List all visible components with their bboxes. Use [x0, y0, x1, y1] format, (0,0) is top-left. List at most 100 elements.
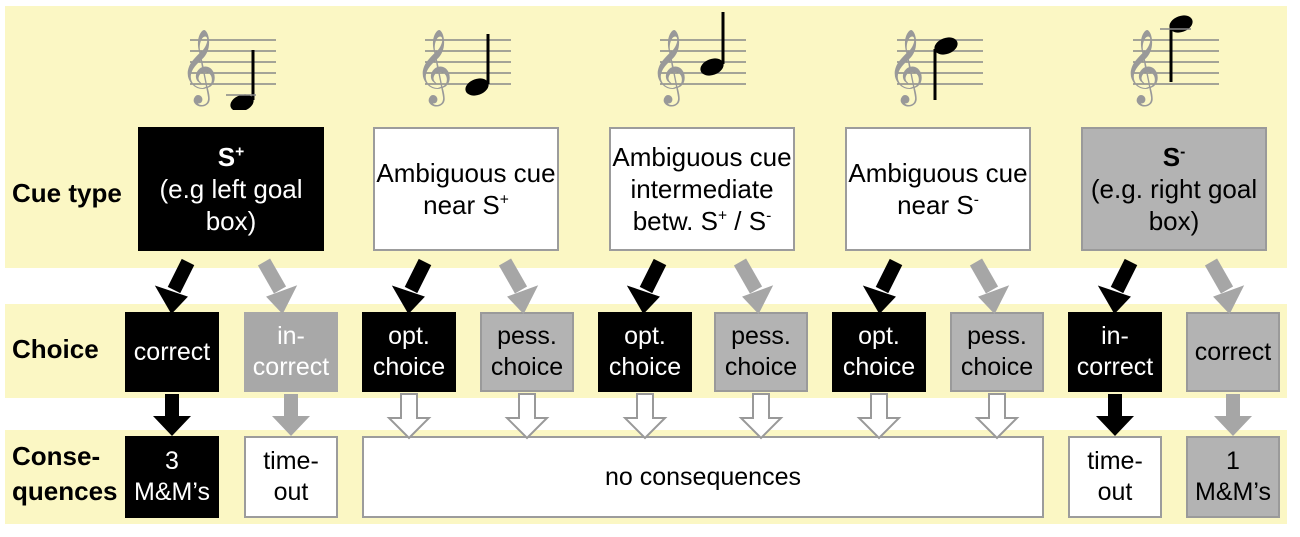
arrow-pess3-hollow [974, 393, 1020, 440]
consequence-1-mm-box: 1 M&M’s [1186, 436, 1280, 518]
row-label-choice: Choice [12, 334, 99, 364]
choice-5-line2: choice [608, 353, 682, 381]
consequence-5-line1: 1 [1226, 447, 1240, 475]
choice-correct-box-1: correct [125, 312, 219, 392]
arrow-amb-mid-to-opt [626, 258, 667, 315]
row-label-consequences-1: Conse- [12, 441, 101, 471]
cue-s-minus-box: S- (e.g. right goal box) [1081, 127, 1267, 251]
cue-s-plus-title: S+ [217, 142, 245, 172]
quarter-note-icon [700, 58, 724, 76]
cue-s-minus-line1: (e.g. right goal [1090, 174, 1258, 204]
arrow-opt3-hollow [856, 393, 902, 440]
choice-pess-box-3: pess. choice [950, 312, 1044, 392]
consequence-5-line2: M&M’s [1195, 478, 1271, 506]
arrow-amb-plus-to-opt [391, 258, 432, 315]
choice-pess-box-2: pess. choice [714, 312, 808, 392]
choice-1-line1: correct [133, 337, 211, 366]
consequence-3-mms-box: 3 M&M’s [125, 436, 219, 518]
choice-2-line2: correct [252, 353, 330, 381]
consequence-1-line1: 3 [165, 447, 179, 475]
cue-ambiguous-near-s-plus-box: Ambiguous cue near S+ [373, 127, 559, 251]
cue-amb-plus-line2: near S+ [423, 190, 509, 220]
cue-ambiguous-intermediate-box: Ambiguous cue intermediate betw. S+ / S- [609, 127, 795, 251]
choice-2-line1: in- [277, 322, 305, 350]
choice-opt-box-1: opt. choice [362, 312, 456, 392]
choice-8-line2: choice [960, 353, 1034, 381]
cue-s-plus-line2: box) [205, 206, 257, 236]
choice-8-line1: pess. [967, 322, 1027, 350]
quarter-note-icon [465, 78, 489, 96]
arrow-amb-minus-to-opt [862, 258, 903, 315]
choice-opt-box-2: opt. choice [598, 312, 692, 392]
row-label-cue-type: Cue type [12, 178, 122, 208]
arrow-amb-plus-to-pess [498, 258, 539, 315]
consequence-none-box: no consequences [362, 436, 1044, 518]
choice-3-line2: choice [372, 353, 446, 381]
consequence-1-line2: M&M’s [134, 478, 210, 506]
choice-7-line2: choice [842, 353, 916, 381]
arrow-correct-to-3mms [153, 394, 191, 436]
arrow-amb-mid-to-pess [733, 258, 774, 315]
choice-4-line2: choice [490, 353, 564, 381]
staff-2: 𝄞 [415, 30, 512, 107]
choice-6-line1: pess. [731, 322, 791, 350]
choice-3-line1: opt. [388, 322, 430, 350]
arrow-s-plus-to-incorrect [257, 258, 298, 315]
consequence-4-line1: time- [1087, 447, 1143, 475]
arrow-s-plus-to-correct [154, 258, 195, 315]
arrow-opt2-hollow [622, 393, 668, 440]
cue-s-plus-line1: (e.g left goal [159, 174, 303, 204]
cue-amb-mid-line2: intermediate [630, 174, 774, 204]
choice-4-line1: pess. [497, 322, 557, 350]
music-staff-group: 𝄞 𝄞 𝄞 𝄞 𝄞 [180, 12, 1220, 110]
row-label-consequences-2: quences [12, 476, 118, 506]
arrow-opt1-hollow [386, 393, 432, 440]
choice-5-line1: opt. [624, 322, 666, 350]
consequence-2-line1: time- [263, 447, 319, 475]
arrow-incorrect2-to-timeout [1096, 394, 1134, 436]
consequence-timeout-box-1: time- out [244, 436, 338, 518]
choice-7-line1: opt. [858, 322, 900, 350]
cue-s-plus-box: S+ (e.g left goal box) [138, 127, 324, 251]
cue-s-minus-title: S- [1162, 142, 1186, 172]
staff-1: 𝄞 [180, 30, 277, 110]
treble-clef-icon: 𝄞 [887, 30, 925, 107]
choice-pess-box-1: pess. choice [480, 312, 574, 392]
treble-clef-icon: 𝄞 [180, 30, 218, 107]
quarter-note-icon [934, 37, 958, 55]
treble-clef-icon: 𝄞 [415, 30, 453, 107]
choice-6-line2: choice [724, 353, 798, 381]
choice-correct-box-2: correct [1186, 312, 1280, 392]
arrow-s-minus-to-correct [1204, 258, 1245, 315]
choice-9-line2: correct [1076, 353, 1154, 381]
cue-amb-mid-line1: Ambiguous cue [612, 142, 792, 172]
arrow-correct2-to-1mm [1214, 394, 1252, 436]
treble-clef-icon: 𝄞 [1123, 30, 1161, 107]
arrow-incorrect-to-timeout [272, 394, 310, 436]
cue-ambiguous-near-s-minus-box: Ambiguous cue near S- [845, 127, 1031, 251]
arrow-pess2-hollow [738, 393, 784, 440]
consequence-2-line2: out [273, 478, 309, 506]
quarter-note-icon [230, 94, 254, 110]
staff-3: 𝄞 [650, 12, 747, 107]
choice-incorrect-box-1: in- correct [244, 312, 338, 392]
cue-amb-plus-line1: Ambiguous cue [376, 158, 556, 188]
consequence-4-line2: out [1097, 478, 1133, 506]
cue-amb-minus-line2: near S- [897, 190, 979, 220]
cue-amb-minus-line1: Ambiguous cue [848, 158, 1028, 188]
treble-clef-icon: 𝄞 [650, 30, 688, 107]
arrow-amb-minus-to-pess [969, 258, 1010, 315]
consequence-timeout-box-2: time- out [1068, 436, 1162, 518]
choice-10-line1: correct [1194, 337, 1272, 366]
choice-incorrect-box-2: in- correct [1068, 312, 1162, 392]
choice-9-line1: in- [1101, 322, 1129, 350]
choice-opt-box-3: opt. choice [832, 312, 926, 392]
cue-amb-mid-line3: betw. S+ / S- [632, 206, 772, 236]
cue-s-minus-line2: box) [1148, 206, 1200, 236]
arrow-s-minus-to-incorrect [1097, 258, 1138, 315]
arrow-pess1-hollow [504, 393, 550, 440]
consequence-3-line1: no consequences [605, 462, 801, 491]
staff-5: 𝄞 [1123, 15, 1220, 107]
staff-4: 𝄞 [887, 30, 984, 107]
